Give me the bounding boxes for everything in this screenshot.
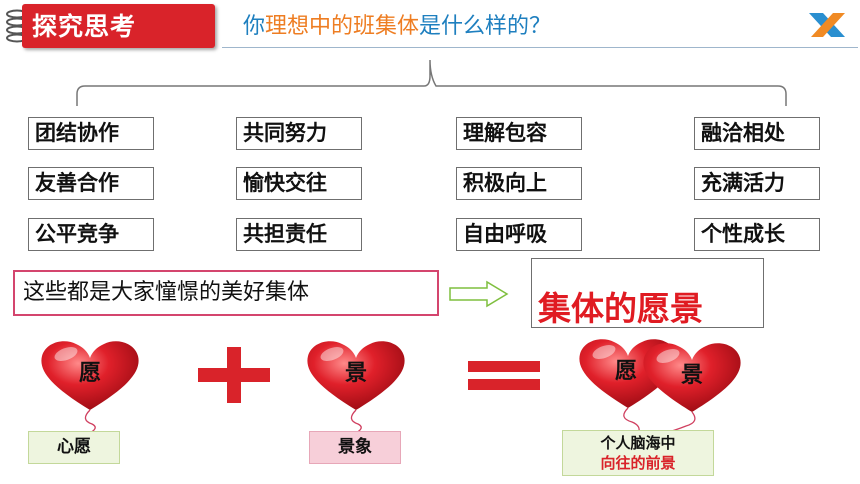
label-scene-text: 景象 xyxy=(338,437,372,457)
keyword-text: 公平竞争 xyxy=(35,222,119,246)
keyword-text: 团结协作 xyxy=(35,121,119,145)
keyword-box: 共担责任 xyxy=(236,218,362,251)
x-logo-icon xyxy=(809,13,845,37)
header-divider xyxy=(222,47,858,48)
grouping-brace xyxy=(76,59,787,106)
keyword-box: 共同努力 xyxy=(236,117,362,150)
result-left-char: 愿 xyxy=(615,358,637,384)
keyword-box: 积极向上 xyxy=(456,167,582,200)
heart-balloon-icon: 景 xyxy=(307,341,405,434)
keyword-text: 个性成长 xyxy=(701,222,785,246)
result-right-char: 景 xyxy=(681,362,703,388)
vision-frame xyxy=(531,258,764,328)
keyword-text: 充满活力 xyxy=(701,171,785,195)
question-part-1: 你 xyxy=(243,14,266,39)
plus-vertical-bar xyxy=(227,347,241,403)
equals-bottom-bar xyxy=(468,379,540,390)
equals-top-bar xyxy=(468,361,540,372)
keyword-text: 共担责任 xyxy=(243,222,327,246)
vision-title: 集体的愿景 xyxy=(538,289,703,328)
keyword-box: 理解包容 xyxy=(456,117,582,150)
question-part-3: 是什么样的？ xyxy=(419,14,552,39)
keyword-text: 融洽相处 xyxy=(701,121,785,145)
label-future-line2: 向往的前景 xyxy=(600,454,676,472)
label-future-line1: 个人脑海中 xyxy=(600,434,676,452)
label-heart-wish: 心愿 xyxy=(28,431,120,464)
label-future-vision: 个人脑海中 向往的前景 xyxy=(562,430,714,476)
keyword-box: 融洽相处 xyxy=(694,117,820,150)
keyword-text: 愉快交往 xyxy=(243,171,327,195)
keyword-box: 愉快交往 xyxy=(236,167,362,200)
double-heart-balloon-icon: 愿 景 xyxy=(579,339,741,434)
label-scene: 景象 xyxy=(309,431,401,464)
keyword-box: 友善合作 xyxy=(28,167,154,200)
keyword-text: 积极向上 xyxy=(463,171,547,195)
question-part-2: 理想中的班集体 xyxy=(265,14,420,39)
keyword-text: 友善合作 xyxy=(35,171,119,195)
keyword-box: 自由呼吸 xyxy=(456,218,582,251)
balloon1-char: 愿 xyxy=(79,360,101,386)
keyword-box: 公平竞争 xyxy=(28,218,154,251)
keyword-text: 理解包容 xyxy=(463,121,547,145)
section-title-tab: 探究思考 xyxy=(22,4,215,48)
keyword-box: 个性成长 xyxy=(694,218,820,251)
label-heart-wish-text: 心愿 xyxy=(57,437,91,457)
balloon2-char: 景 xyxy=(345,360,367,386)
keyword-text: 共同努力 xyxy=(243,121,327,145)
heart-balloon-icon: 愿 xyxy=(41,341,139,434)
keyword-box: 团结协作 xyxy=(28,117,154,150)
section-title-text: 探究思考 xyxy=(32,12,137,41)
summary-statement: 这些都是大家憧憬的美好集体 xyxy=(13,270,439,316)
page-question: 你理想中的班集体是什么样的？ xyxy=(243,8,551,40)
right-arrow-icon xyxy=(449,280,509,308)
keyword-text: 自由呼吸 xyxy=(463,222,547,246)
keyword-box: 充满活力 xyxy=(694,167,820,200)
